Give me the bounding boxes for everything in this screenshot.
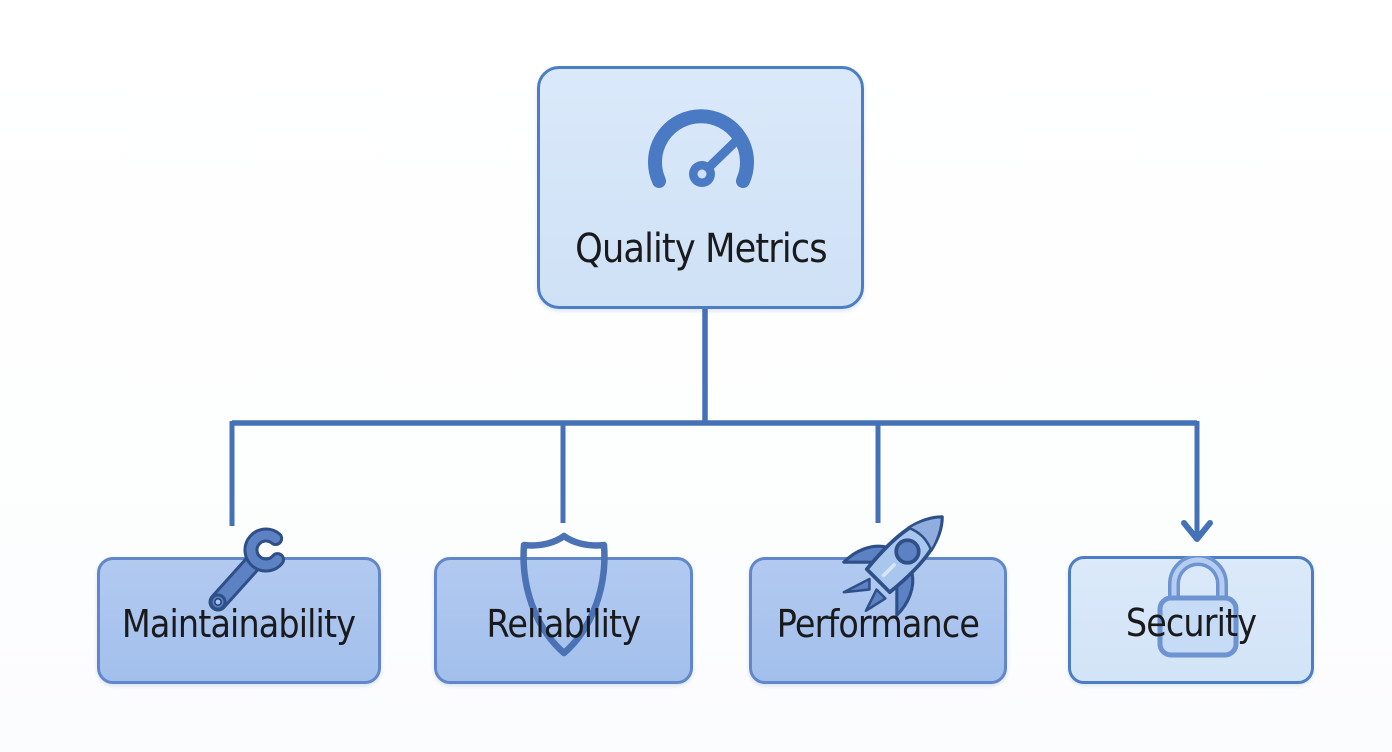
root-node-label: Quality Metrics — [540, 226, 861, 272]
wrench-icon — [208, 527, 285, 612]
node-label: Reliability — [437, 602, 690, 646]
node-label: Maintainability — [100, 602, 378, 646]
node-label-text: Maintainability — [122, 601, 356, 646]
shield-icon — [520, 532, 608, 657]
node-reliability: Reliability — [434, 557, 693, 684]
lock-icon — [1157, 556, 1239, 658]
node-label: Performance — [752, 602, 1004, 646]
root-node-label-text: Quality Metrics — [574, 226, 827, 272]
node-performance: Performance — [749, 557, 1007, 684]
node-maintainability: Maintainability — [97, 557, 381, 684]
node-quality-metrics: Quality Metrics — [537, 66, 864, 309]
node-security: Security — [1068, 556, 1314, 684]
node-label: Security — [1071, 601, 1311, 645]
node-label-text: Performance — [776, 601, 980, 646]
node-label-text: Reliability — [486, 601, 642, 646]
arrow-down-icon — [1181, 520, 1213, 542]
rocket-icon — [842, 515, 944, 617]
node-label-text: Security — [1125, 601, 1257, 645]
gauge-icon — [647, 109, 754, 188]
